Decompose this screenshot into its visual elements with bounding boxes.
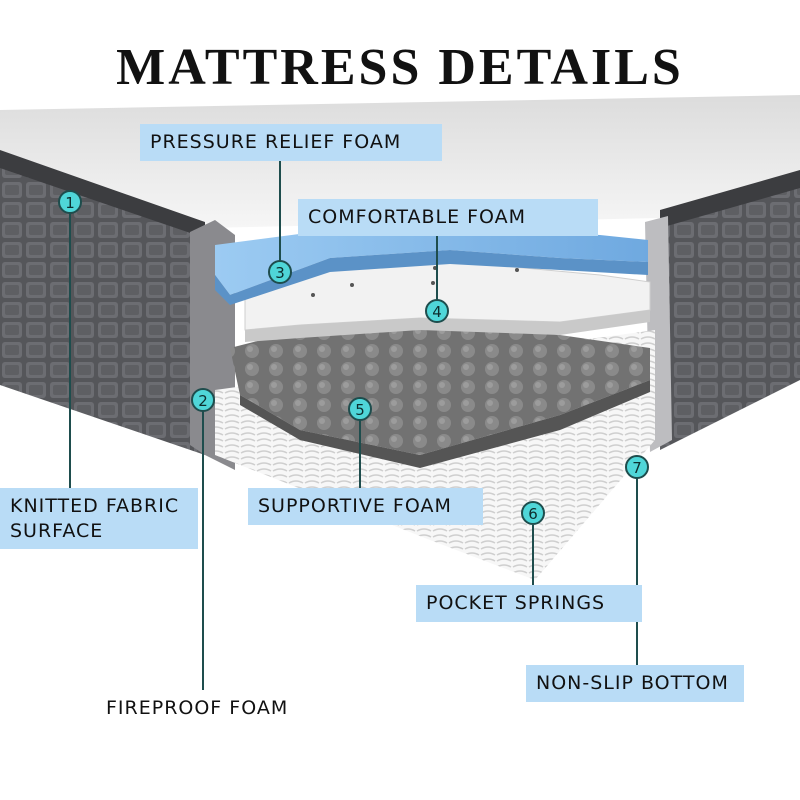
- svg-text:2: 2: [198, 392, 208, 410]
- marker-4: 4: [425, 299, 449, 323]
- marker-1: 1: [58, 190, 82, 214]
- marker-7: 7: [625, 455, 649, 479]
- svg-text:7: 7: [632, 459, 642, 477]
- svg-text:6: 6: [528, 505, 538, 523]
- leader-lines: [69, 158, 638, 690]
- svg-text:1: 1: [65, 194, 75, 212]
- pressure-relief-foam-layer: [215, 228, 648, 295]
- svg-text:3: 3: [275, 264, 285, 282]
- marker-5: 5: [348, 397, 372, 421]
- label-knitted-fabric-surface: KNITTED FABRIC SURFACE: [0, 488, 198, 550]
- supportive-foam-layer: [230, 322, 650, 455]
- left-side-panel: [0, 160, 205, 455]
- label-pocket-springs: POCKET SPRINGS: [416, 585, 642, 622]
- svg-text:5: 5: [355, 401, 365, 419]
- marker-6: 6: [521, 501, 545, 525]
- right-side-panel: [660, 180, 800, 450]
- page-title: MATTRESS DETAILS: [116, 39, 684, 96]
- marker-2: 2: [191, 388, 215, 412]
- marker-3: 3: [268, 260, 292, 284]
- label-comfortable-foam: COMFORTABLE FOAM: [298, 199, 598, 236]
- label-fireproof-foam: FIREPROOF FOAM: [106, 697, 289, 719]
- svg-text:4: 4: [432, 303, 442, 321]
- label-pressure-relief-foam: PRESSURE RELIEF FOAM: [140, 124, 442, 161]
- label-supportive-foam: SUPPORTIVE FOAM: [248, 488, 483, 525]
- label-non-slip-bottom: NON-SLIP BOTTOM: [526, 665, 744, 702]
